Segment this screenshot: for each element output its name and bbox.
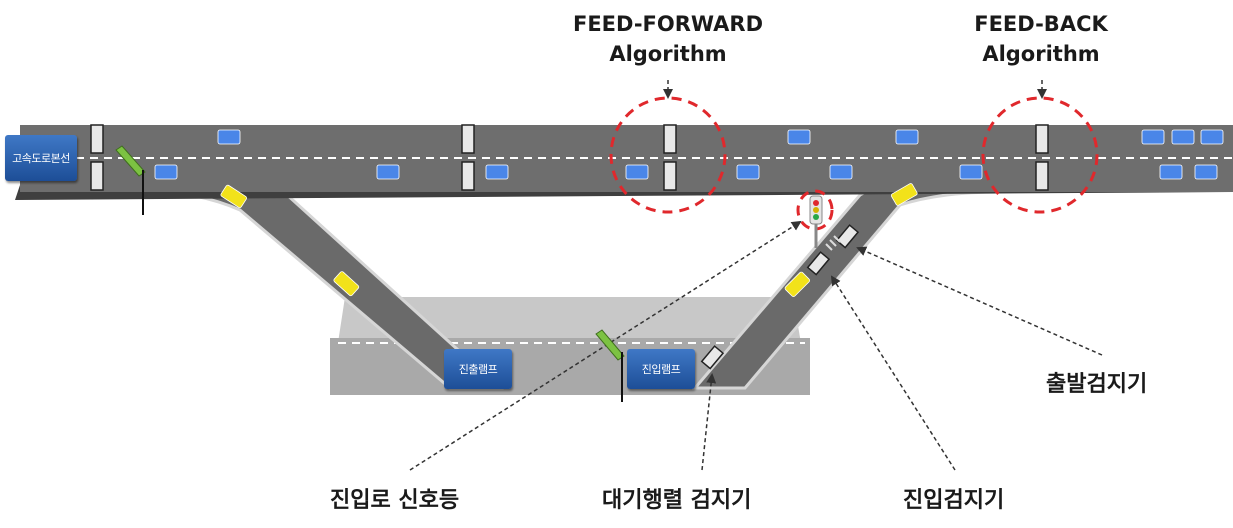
departure-detector-label: 출발검지기: [1046, 372, 1148, 397]
departure-detector-arrow: [856, 246, 1103, 356]
ramp-signal: [809, 195, 823, 248]
mainline-sign: 고속도로본선: [5, 135, 77, 181]
feed-back-label: FEED-BACK Algorithm: [951, 9, 1131, 69]
queue-detector-arrow: [701, 373, 717, 471]
feed-back-title: FEED-BACK: [974, 12, 1108, 36]
queue-detector: [700, 345, 725, 370]
stop-line: [825, 235, 841, 251]
detector: [90, 124, 104, 154]
blue-car: [154, 164, 178, 180]
yellow-car: [784, 271, 811, 298]
mainline-flag: [115, 145, 146, 177]
queue-detector-label: 대기행렬 검지기: [602, 488, 752, 513]
blue-car: [1159, 164, 1183, 180]
blue-car: [736, 164, 760, 180]
highlight-circles: [609, 96, 1099, 231]
entry-ramp-sign: 진입램프: [627, 349, 695, 389]
blue-car: [959, 164, 983, 180]
feed-forward-label: FEED-FORWARD Algorithm: [568, 9, 768, 69]
entry-detector: [806, 251, 831, 276]
detector: [90, 161, 104, 191]
blue-car: [217, 129, 241, 145]
blue-car: [376, 164, 400, 180]
detector: [663, 161, 677, 191]
vehicles: [154, 129, 1224, 298]
blue-car: [787, 129, 811, 145]
blue-car: [1194, 164, 1218, 180]
feed-back-subtitle: Algorithm: [982, 42, 1100, 66]
blue-car: [485, 164, 509, 180]
blue-car: [1200, 129, 1224, 145]
blue-car: [1141, 129, 1165, 145]
yellow-car: [220, 184, 247, 209]
detector: [1035, 124, 1049, 154]
signal-arrow: [409, 220, 802, 471]
ramp-flag: [595, 329, 625, 361]
detector: [461, 161, 475, 191]
detector: [461, 124, 475, 154]
entry-detector-arrow: [830, 275, 956, 471]
departure-detector: [835, 224, 860, 249]
detector: [1035, 161, 1049, 191]
entry-detector-label: 진입검지기: [903, 488, 1005, 513]
feed-forward-circle: [609, 96, 727, 214]
mainline-road: [15, 125, 1233, 200]
signal-circle: [796, 189, 834, 231]
detector: [663, 124, 677, 154]
feed-back-circle: [981, 96, 1099, 214]
meter-flags: [115, 145, 625, 402]
blue-car: [829, 164, 853, 180]
blue-car: [1171, 129, 1195, 145]
ramp-signal-label: 진입로 신호등: [330, 488, 460, 513]
feed-forward-subtitle: Algorithm: [609, 42, 727, 66]
mainline-detectors: [90, 124, 1049, 191]
yellow-car: [333, 271, 360, 297]
exit-ramp-sign: 진출램프: [444, 349, 512, 389]
blue-car: [895, 129, 919, 145]
ramp-detectors: [700, 224, 860, 370]
blue-car: [625, 164, 649, 180]
yellow-car: [890, 183, 918, 206]
callout-arrows: [409, 80, 1103, 471]
feed-forward-title: FEED-FORWARD: [572, 12, 763, 36]
